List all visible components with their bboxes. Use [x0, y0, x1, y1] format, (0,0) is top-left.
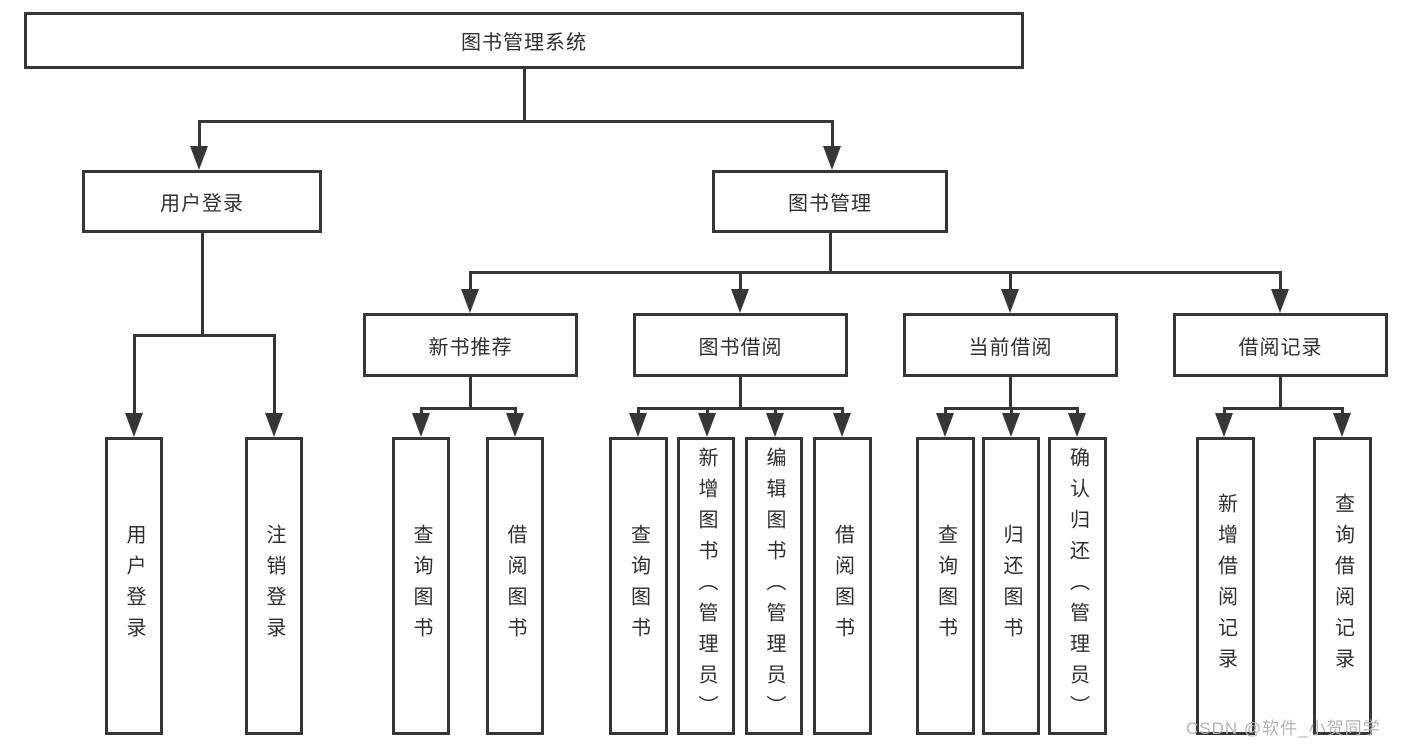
arrowhead-records	[1271, 289, 1289, 313]
arrowhead-leaf-logout	[265, 413, 283, 437]
node-book-borrowing: 图书借阅	[633, 313, 848, 377]
node-current-borrowing: 当前借阅	[903, 313, 1118, 377]
connector-root-bar	[197, 120, 834, 123]
arrowhead-leaf-borrow-borrowing	[833, 413, 851, 437]
node-root-label: 图书管理系统	[461, 32, 587, 54]
arrowhead-book-mgmt	[823, 146, 841, 170]
connector-book-mgmt-stem	[828, 233, 832, 274]
connector-borrowing-stem	[738, 377, 742, 410]
node-book-borrowing-label: 图书借阅	[698, 336, 783, 359]
arrowhead-leaf-login	[125, 413, 143, 437]
leaf-query-books-recommend: 查询图书	[392, 437, 450, 735]
node-book-management-label: 图书管理	[788, 193, 872, 215]
connector-user-login-stem	[200, 233, 204, 337]
arrowhead-leaf-return-books	[1002, 413, 1020, 437]
connector-arrow-stem-l5	[636, 407, 640, 417]
connector-arrow-stem-records	[1278, 271, 1282, 291]
node-current-borrowing-label: 当前借阅	[968, 336, 1053, 359]
arrowhead-leaf-edit-books	[766, 413, 784, 437]
leaf-query-books-borrowing-label: 查询图书	[627, 524, 650, 648]
connector-arrow-stem-l4	[513, 407, 517, 417]
connector-records-stem	[1278, 377, 1282, 410]
arrowhead-leaf-confirm-return	[1068, 413, 1086, 437]
connector-borrowing-bar	[636, 407, 844, 410]
leaf-return-books-label: 归还图书	[1000, 524, 1022, 648]
arrowhead-leaf-add-books	[698, 413, 716, 437]
leaf-logout: 注销登录	[245, 437, 303, 735]
leaf-user-login: 用户登录	[105, 437, 163, 735]
connector-records-bar	[1222, 407, 1344, 410]
leaf-return-books: 归还图书	[982, 437, 1040, 735]
arrowhead-user-login	[190, 146, 208, 170]
leaf-query-books-borrowing: 查询图书	[609, 437, 668, 735]
leaf-query-books-current: 查询图书	[916, 437, 975, 735]
leaf-query-books-recommend-label: 查询图书	[410, 524, 432, 648]
connector-root-stem	[522, 68, 526, 123]
node-borrow-records-label: 借阅记录	[1238, 336, 1323, 359]
connector-arrow-stem-l10	[1009, 407, 1013, 417]
csdn-watermark: CSDN @软件_小贺同学	[1186, 719, 1381, 738]
connector-arrow-stem-l12	[1222, 407, 1226, 417]
connector-arrow-stem-borrowing	[738, 271, 742, 291]
leaf-user-login-label: 用户登录	[123, 524, 145, 648]
arrowhead-leaf-borrow-recommend	[506, 413, 524, 437]
connector-book-mgmt-bar	[468, 271, 1282, 274]
connector-user-login-bar	[132, 334, 276, 337]
node-root: 图书管理系统	[24, 12, 1024, 69]
connector-recommend-stem	[468, 377, 472, 410]
connector-arrow-stem-recommend	[468, 271, 472, 291]
leaf-borrow-books-recommend: 借阅图书	[486, 437, 544, 735]
arrowhead-leaf-add-record	[1215, 413, 1233, 437]
leaf-borrow-books-recommend-label: 借阅图书	[504, 524, 526, 648]
leaf-add-books-admin: 新增图书（管理员）	[677, 437, 735, 735]
node-book-management: 图书管理	[712, 170, 948, 233]
arrowhead-leaf-query-current	[936, 413, 954, 437]
connector-arrow-stem-l7	[773, 407, 777, 417]
arrowhead-recommend	[461, 289, 479, 313]
leaf-query-books-current-label: 查询图书	[934, 524, 957, 648]
leaf-edit-books-admin-label: 编辑图书（管理员）	[763, 446, 785, 726]
connector-arrow-stem-book-mgmt	[830, 120, 834, 150]
arrowhead-borrowing	[731, 289, 749, 313]
connector-current-stem	[1008, 377, 1012, 410]
connector-arrow-stem-l3	[419, 407, 423, 417]
leaf-edit-books-admin: 编辑图书（管理员）	[745, 437, 803, 735]
leaf-query-borrow-record-label: 查询借阅记录	[1331, 493, 1354, 679]
leaf-add-books-admin-label: 新增图书（管理员）	[695, 446, 717, 726]
arrowhead-current	[1001, 289, 1019, 313]
leaf-add-borrow-record: 新增借阅记录	[1196, 437, 1255, 735]
connector-arrow-stem-l13	[1340, 407, 1344, 417]
connector-arrow-stem-user-login	[197, 120, 201, 150]
leaf-borrow-books-borrowing-label: 借阅图书	[831, 524, 854, 648]
connector-arrow-stem-leaf-login	[132, 334, 136, 416]
node-user-login: 用户登录	[82, 170, 322, 233]
leaf-confirm-return-admin-label: 确认归还（管理员）	[1066, 446, 1089, 726]
connector-recommend-bar	[419, 407, 517, 410]
arrowhead-leaf-query-record	[1333, 413, 1351, 437]
arrowhead-leaf-query-borrowing	[629, 413, 647, 437]
leaf-query-borrow-record: 查询借阅记录	[1313, 437, 1372, 735]
connector-arrow-stem-l8	[840, 407, 844, 417]
node-user-login-label: 用户登录	[160, 193, 244, 215]
leaf-logout-label: 注销登录	[263, 524, 285, 648]
leaf-confirm-return-admin: 确认归还（管理员）	[1048, 437, 1107, 735]
connector-arrow-stem-l9	[943, 407, 947, 417]
node-new-book-recommend-label: 新书推荐	[428, 336, 513, 359]
leaf-add-borrow-record-label: 新增借阅记录	[1214, 493, 1237, 679]
arrowhead-leaf-query-recommend	[412, 413, 430, 437]
connector-arrow-stem-current	[1008, 271, 1012, 291]
node-new-book-recommend: 新书推荐	[363, 313, 578, 377]
connector-arrow-stem-l11	[1075, 407, 1079, 417]
connector-arrow-stem-l6	[705, 407, 709, 417]
connector-arrow-stem-leaf-logout	[272, 334, 276, 416]
node-borrow-records: 借阅记录	[1173, 313, 1388, 377]
leaf-borrow-books-borrowing: 借阅图书	[813, 437, 872, 735]
